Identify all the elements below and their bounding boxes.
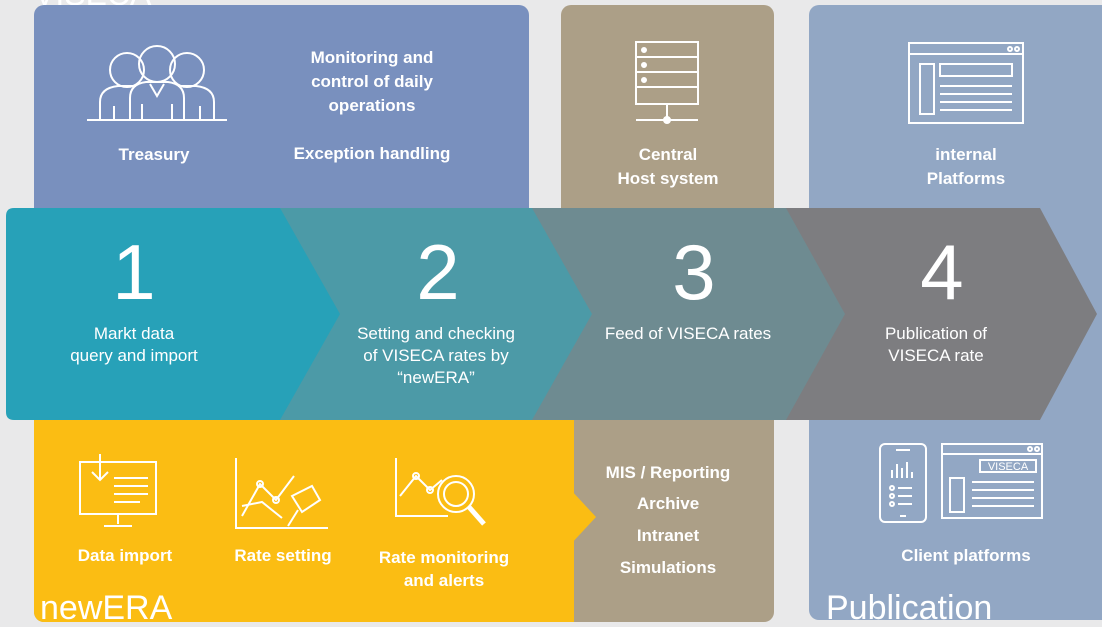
step-4-number: 4 <box>920 228 964 316</box>
reporting-item-simulations: Simulations <box>619 558 717 577</box>
newera-footer-label: newERA <box>40 589 173 627</box>
step-1-line-2: query and import <box>70 346 198 365</box>
treasury-label: Treasury <box>118 145 190 164</box>
client-platforms-label: Client platforms <box>901 546 1031 565</box>
platforms-line-2: Platforms <box>926 169 1006 188</box>
step-2-line-2: of VISECA rates by <box>363 346 509 365</box>
browser-window-icon <box>908 42 1024 124</box>
newera-arrow <box>570 489 596 545</box>
rate-monitoring-line-1: Rate monitoring <box>378 548 510 567</box>
task-line-1: Monitoring and <box>310 48 434 67</box>
step-1-line-1: Markt data <box>93 324 175 343</box>
step-4-arrow <box>776 208 1097 420</box>
client-devices-icon <box>879 443 1043 523</box>
rate-monitoring-icon <box>395 458 486 526</box>
step-2-line-3: “newERA” <box>397 368 475 387</box>
newera-yellow-area <box>34 410 574 622</box>
step-3-line-1: Feed of VISECA rates <box>604 324 772 343</box>
exception-handling-label: Exception handling <box>293 144 451 163</box>
team-icon <box>87 45 227 121</box>
step-1-number: 1 <box>112 228 156 316</box>
host-line-2: Host system <box>617 169 719 188</box>
task-line-2: control of daily <box>311 72 433 91</box>
platforms-line-1: internal <box>935 145 997 164</box>
step-1-arrow <box>6 208 340 420</box>
step-3-number: 3 <box>672 228 716 316</box>
task-line-3: operations <box>328 96 416 115</box>
step-2-line-1: Setting and checking <box>357 324 515 343</box>
step-3-arrow <box>524 208 845 420</box>
host-line-1: Central <box>638 145 698 164</box>
rate-setting-icon <box>235 458 328 529</box>
newera-panel <box>34 410 774 622</box>
step-2-number: 2 <box>416 228 460 316</box>
server-icon <box>635 41 699 124</box>
rate-setting-label: Rate setting <box>234 546 332 565</box>
step-4-line-2: VISECA rate <box>888 346 984 365</box>
reporting-item-archive: Archive <box>636 494 700 513</box>
publication-footer-label: Publication <box>826 589 993 627</box>
reporting-item-intranet: Intranet <box>636 526 700 545</box>
step-2-arrow <box>272 208 592 420</box>
data-import-icon <box>79 454 157 527</box>
reporting-item-mis: MIS / Reporting <box>605 463 731 482</box>
screen-viseca-label: VISECA <box>987 461 1029 473</box>
data-import-label: Data import <box>77 546 173 565</box>
step-4-line-1: Publication of <box>884 324 988 343</box>
rate-monitoring-line-2: and alerts <box>403 571 485 590</box>
